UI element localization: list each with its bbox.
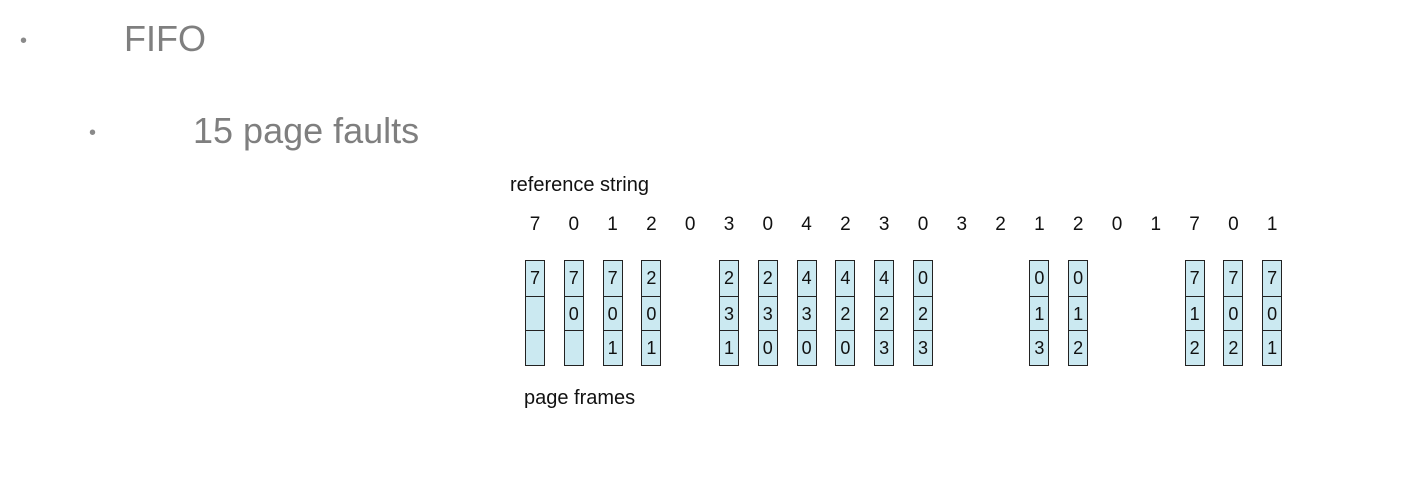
reference-item: 2 <box>1072 214 1084 235</box>
frame-cell: 1 <box>1185 295 1204 331</box>
frame-cell: 0 <box>1224 295 1243 331</box>
reference-item: 7 <box>1189 214 1200 235</box>
frame-cell: 2 <box>1224 330 1243 365</box>
frame-cell: 2 <box>646 268 657 288</box>
frame-cell: 3 <box>1030 330 1049 365</box>
frame-cell: 1 <box>642 330 661 365</box>
reference-item: 3 <box>956 214 968 235</box>
frame-cell: 0 <box>758 330 777 365</box>
reference-item: 0 <box>1228 214 1239 235</box>
reference-item: 2 <box>840 214 851 235</box>
frame-cell: 2 <box>914 295 932 331</box>
frame-cell: 3 <box>758 295 777 331</box>
frame-cell: 1 <box>1263 330 1282 365</box>
frame-cell <box>526 295 544 331</box>
heading-fifo: FIFO <box>124 18 206 59</box>
frame-cell: 7 <box>1228 268 1239 288</box>
reference-item: 1 <box>1266 214 1278 235</box>
frame-cell: 4 <box>879 268 890 288</box>
frame-cell: 0 <box>1034 268 1045 288</box>
frame-cell: 7 <box>1267 268 1278 288</box>
frame-cell: 0 <box>642 295 661 331</box>
reference-item: 3 <box>878 214 890 235</box>
frame-cell: 7 <box>1189 268 1200 288</box>
reference-item: 0 <box>917 214 929 235</box>
frame-cell <box>526 330 544 365</box>
frame-cell: 7 <box>529 268 540 288</box>
bullet-dot: • <box>20 30 28 52</box>
frame-cell: 0 <box>836 330 855 365</box>
frame-cell: 0 <box>1263 295 1282 331</box>
frame-cell: 3 <box>720 295 738 331</box>
frame-cell: 3 <box>914 330 932 365</box>
frame-cell <box>564 330 583 365</box>
frame-cell: 1 <box>603 330 622 365</box>
frame-cell: 0 <box>603 295 622 331</box>
frame-cell: 4 <box>840 268 851 288</box>
reference-item: 4 <box>801 214 812 235</box>
reference-item: 0 <box>684 214 696 235</box>
frame-cell: 7 <box>568 268 579 288</box>
frame-cell: 2 <box>762 268 773 288</box>
reference-item: 0 <box>762 214 774 235</box>
frame-cell: 2 <box>1069 330 1088 365</box>
subheading-page-faults: 15 page faults <box>193 110 420 151</box>
frame-cell: 3 <box>875 330 894 365</box>
frame-column: 7 <box>525 260 545 366</box>
reference-item: 7 <box>529 214 541 235</box>
reference-item: 1 <box>607 214 618 235</box>
bullet-dot: • <box>89 122 97 144</box>
frame-cell: 1 <box>1069 295 1088 331</box>
frame-cell: 2 <box>1185 330 1204 365</box>
frame-cell: 0 <box>917 268 928 288</box>
frame-cell: 1 <box>1030 295 1049 331</box>
frame-cell: 4 <box>801 268 812 288</box>
frame-cell: 2 <box>723 268 734 288</box>
frame-cell: 0 <box>797 330 816 365</box>
frame-cell: 3 <box>797 295 816 331</box>
reference-item: 2 <box>646 214 657 235</box>
reference-string-label: reference string <box>510 174 649 196</box>
frame-cell: 2 <box>836 295 855 331</box>
frame-cell: 2 <box>875 295 894 331</box>
reference-item: 1 <box>1034 214 1045 235</box>
frame-cell: 0 <box>1073 268 1084 288</box>
reference-item: 2 <box>995 214 1006 235</box>
reference-item: 3 <box>723 214 735 235</box>
page-frames-label: page frames <box>524 387 636 409</box>
reference-item: 1 <box>1150 214 1162 235</box>
frame-cell: 0 <box>564 295 583 331</box>
frame-cell: 7 <box>607 268 618 288</box>
reference-item: 0 <box>568 214 580 235</box>
frame-cell: 1 <box>720 330 738 365</box>
reference-item: 0 <box>1111 214 1123 235</box>
